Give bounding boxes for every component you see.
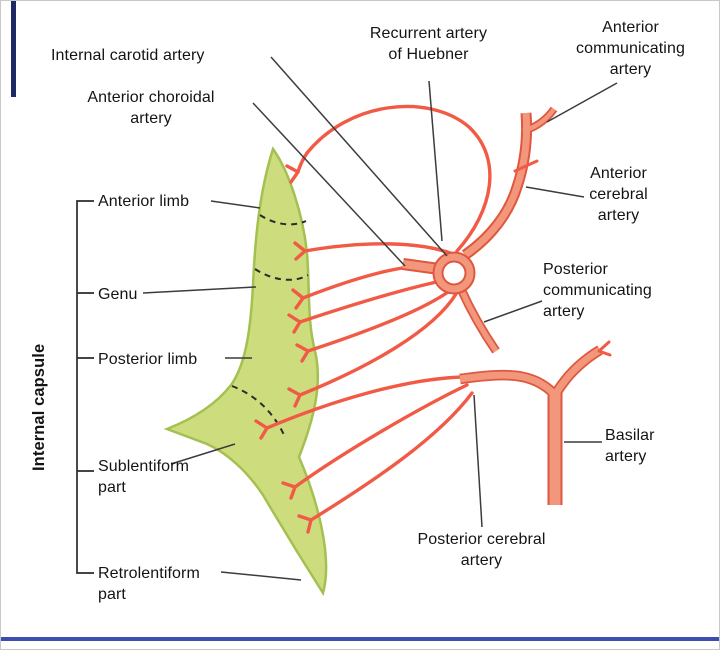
carotid-ring-outer-edge [432,251,476,295]
artery-branch-1 [293,241,455,261]
label-anterior-cerebral-artery: Anterior cerebral artery [589,165,648,225]
artery-branch-4 [295,290,450,363]
internal-carotid-stub [402,260,440,273]
anterior-cerebral-tube [462,112,531,258]
carotid-ring-lumen [441,260,467,286]
label-posterior-cerebral-artery: Posterior cerebral artery [417,531,546,570]
leader-anterior-limb [210,200,261,209]
label-sublentiform-part: Sublentiform part [98,458,190,497]
dashed-boundary-anterior [259,214,307,226]
dashed-boundary-sublentiform [231,385,286,438]
label-recurrent-artery-of-huebner: Recurrent artery of Huebner [369,25,488,64]
posterior-cerebral-left [459,371,558,398]
label-anterior-limb: Anterior limb [98,193,190,210]
posterior-cerebral-right-fork [597,340,612,357]
label-basilar-artery: Basilar artery [605,427,655,466]
artery-branch-7 [281,383,469,500]
dashed-boundary-genu [254,268,309,281]
artery-recurrent-huebner [285,104,492,253]
posterior-cerebral-right [551,346,602,397]
artery-branch-6 [254,375,464,440]
carotid-ring-band [433,252,475,294]
artery-anterior-choroidal [287,292,458,408]
leader-recurrent-huebner [428,80,443,242]
leader-genu [142,286,257,294]
label-anterior-communicating-artery: Anterior communicating artery [576,19,685,79]
leader-posterior-cerebral [473,394,483,528]
label-internal-capsule: Internal capsule [30,343,48,471]
label-genu: Genu [98,286,138,303]
anterior-cerebral-twig [513,159,539,173]
internal-capsule-shape [163,146,328,597]
leader-retrolentiform [220,571,302,581]
leader-anterior-choroidal [252,102,406,267]
leader-internal-carotid [270,56,448,257]
anterior-communicating-tube [522,107,556,134]
leader-posterior-communicating [483,300,543,323]
frame-left-bar [11,1,16,97]
leader-sublentiform [170,443,236,465]
label-posterior-limb: Posterior limb [98,351,198,368]
leader-anterior-cerebral [525,186,585,198]
label-retrolentiform-part: Retrolentiform part [98,565,200,604]
capsule-bracket [76,200,94,574]
label-anterior-choroidal-artery: Anterior choroidal artery [87,89,215,128]
artery-branch-3 [287,279,443,334]
frame-bottom-line [1,637,719,641]
artery-branch-8 [297,391,474,534]
label-internal-carotid-artery: Internal carotid artery [51,47,205,64]
label-posterior-communicating-artery: Posterior communicating artery [543,261,652,321]
leader-anterior-communicating [546,82,618,123]
posterior-communicating-tube [458,287,499,353]
